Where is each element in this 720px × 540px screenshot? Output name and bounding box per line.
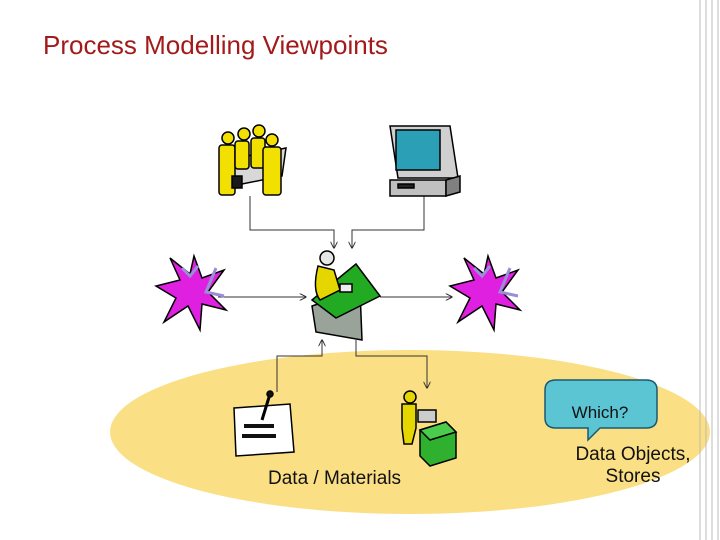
people-meeting-icon [218,124,287,196]
connectors [218,196,452,392]
which-label: Which? [571,403,629,422]
data-materials-label: Data / Materials [268,468,402,489]
slide-title: Process Modelling Viewpoints [43,30,388,60]
connector-desk-stores [355,340,427,388]
data-objects-label: Data Objects, Stores [560,444,706,488]
document-pen-icon [233,390,295,457]
right-edge-decoration [699,0,719,540]
connector-people-desk [249,196,334,248]
person-with-box-icon [401,390,458,467]
burst-right-icon [448,253,523,333]
connector-document-desk [276,340,322,392]
connector-computer-desk [352,196,425,248]
computer-icon [389,125,461,197]
worker-at-desk-icon [310,250,382,341]
which-bubble [544,379,658,442]
data-objects-line2: Stores [605,466,661,487]
burst-left-icon [154,253,229,333]
data-objects-line1: Data Objects, [575,444,691,465]
